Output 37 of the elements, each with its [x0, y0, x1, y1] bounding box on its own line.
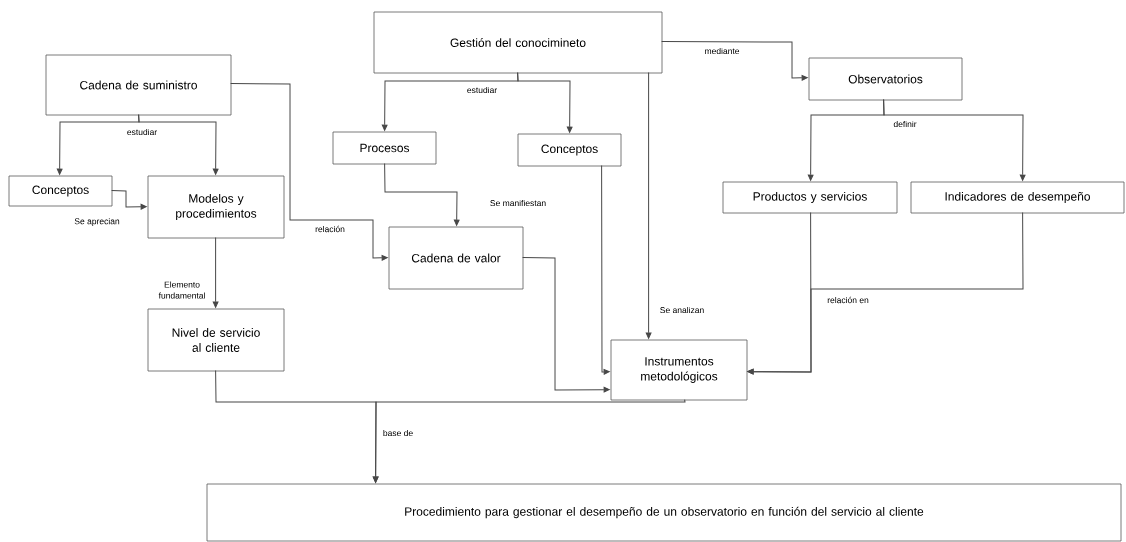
arrow: [747, 212, 1024, 375]
edge-label: Se aprecian: [73, 217, 121, 227]
arrow: [372, 399, 686, 483]
edge-label: estudiar: [125, 127, 159, 137]
process-box: Procedimiento para gestionar el desempeño de un observatorio en función del servicio al cliente: [206, 483, 1122, 542]
edge-label: Se analizan: [658, 305, 706, 315]
arrow: [883, 99, 1026, 181]
process-box: Procesos: [332, 131, 437, 165]
arrow: [601, 165, 610, 375]
process-box: Gestión del conocimineto: [373, 11, 663, 74]
arrow: [661, 41, 808, 81]
process-box: Observatorios: [808, 57, 963, 101]
edge-label: relación en: [826, 295, 870, 305]
process-box: Productos y servicios: [722, 181, 898, 214]
edge-label: relación: [314, 224, 346, 234]
process-box: Nivel de servicio al cliente: [147, 308, 285, 372]
process-box: Conceptos: [517, 133, 622, 167]
arrow: [517, 72, 573, 133]
process-box: Indicadores de desempeño: [910, 181, 1125, 214]
arrow: [212, 237, 219, 308]
arrow: [645, 72, 652, 339]
edge-label: mediante: [703, 46, 741, 56]
process-box: Conceptos: [8, 175, 113, 207]
edge-label: Se manifiestan: [488, 198, 548, 208]
edge-label: definir: [892, 119, 918, 129]
edge-label: estudiar: [465, 85, 499, 95]
process-box: Modelos y procedimientos: [147, 175, 285, 239]
process-box: Cadena de suministro: [45, 54, 232, 116]
arrow: [138, 114, 219, 175]
process-box: Cadena de valor: [388, 226, 524, 290]
edge-label: base de: [381, 428, 415, 438]
arrow: [230, 83, 388, 261]
arrow: [522, 257, 610, 393]
process-box: Instrumentos metodológicos: [610, 339, 748, 401]
edge-label: Elemento fundamental: [155, 280, 209, 300]
arrow: [384, 163, 460, 226]
arrow: [111, 190, 147, 210]
